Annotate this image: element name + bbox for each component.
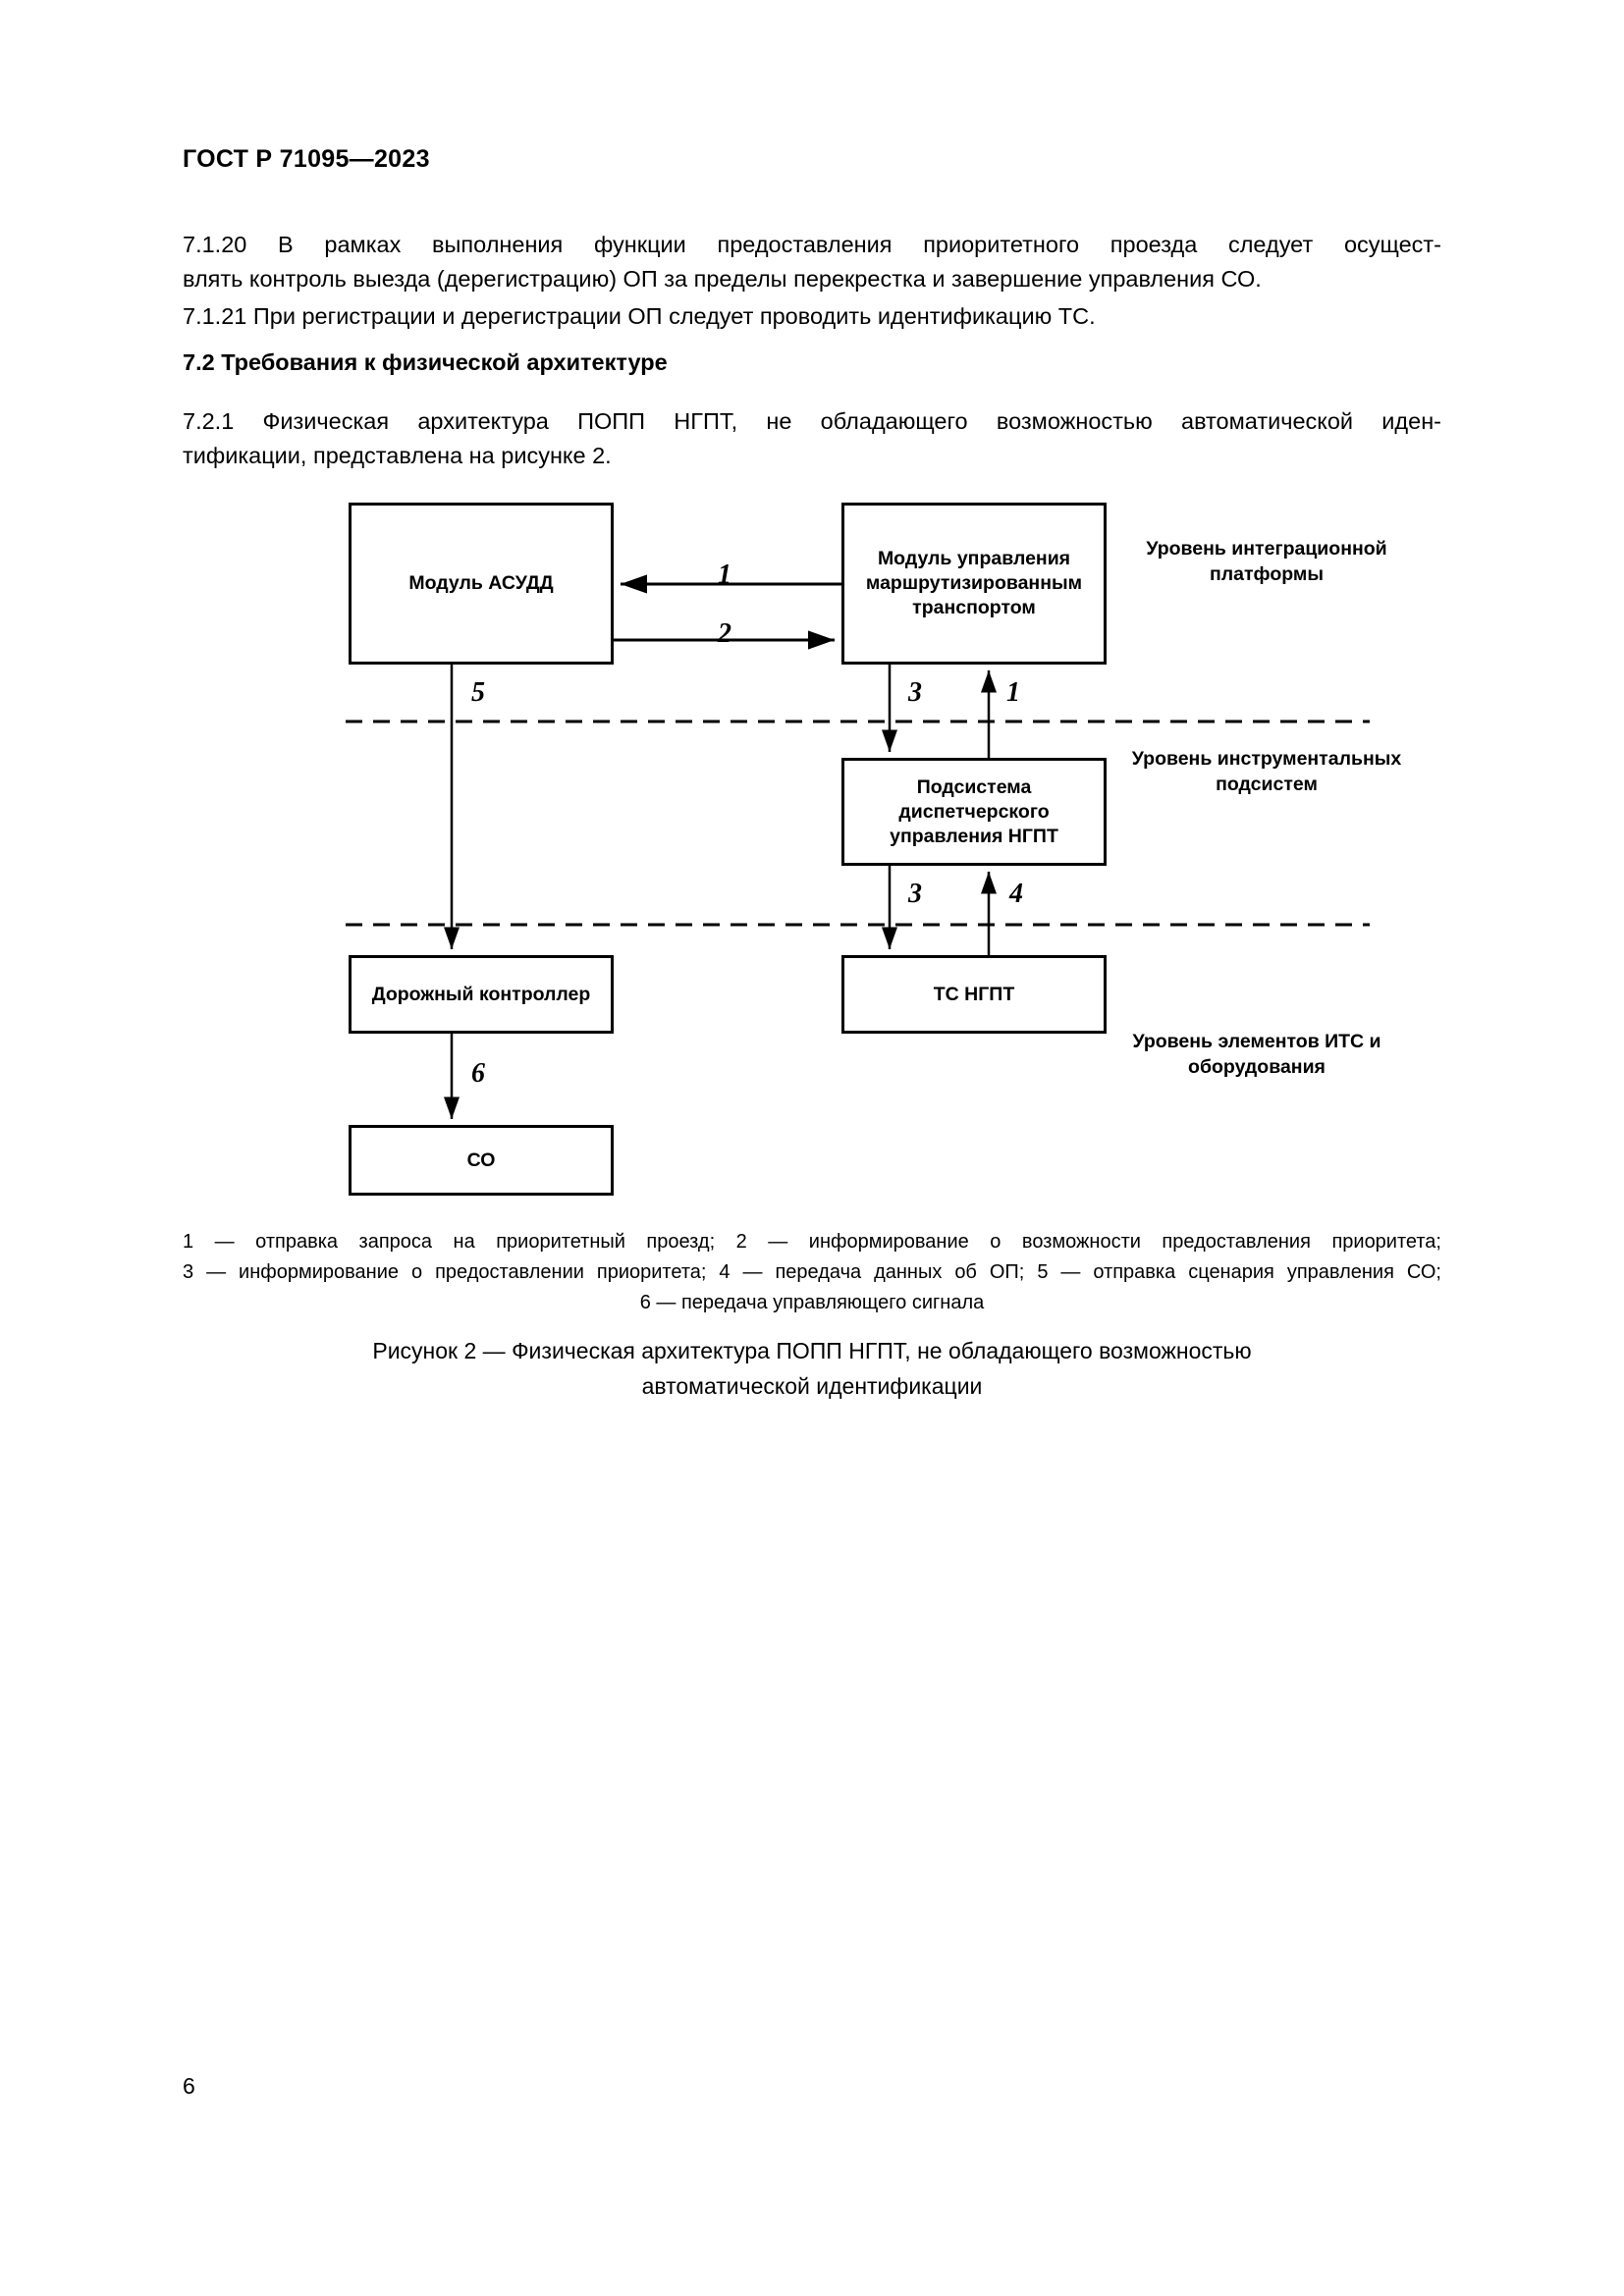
edge-label-3-subsystem-to-vehicle: 3	[908, 879, 922, 909]
edge-label-4-vehicle-to-subsystem: 4	[1009, 879, 1023, 909]
paragraph-7-2-1-line-2: тификации, представлена на рисунке 2.	[183, 443, 612, 468]
paragraph-7-1-20-line-1: 7.1.20 В рамках выполнения функции предо…	[183, 232, 1441, 257]
diagram-box-so[interactable]: СО	[349, 1125, 614, 1196]
edge-label-2-asudd-to-mumt: 2	[718, 618, 731, 649]
diagram-box-dispatch-control-subsystem[interactable]: Подсистема диспетчерского управления НГП…	[841, 758, 1107, 866]
figure-caption: Рисунок 2 — Физическая архитектура ПОПП …	[183, 1333, 1441, 1404]
diagram-level-label-integration-platform: Уровень интеграционной платформы	[1146, 538, 1387, 585]
edge-label-3-mumt-to-subsystem: 3	[908, 677, 922, 708]
edge-label-1-subsystem-to-mumt: 1	[1006, 677, 1020, 708]
figure-caption-line-1: Рисунок 2 — Физическая архитектура ПОПП …	[372, 1338, 1252, 1363]
paragraph-7-1-20-line-2: влять контроль выезда (дерегистрацию) ОП…	[183, 266, 1262, 292]
diagram-box-ngpt-vehicle[interactable]: ТС НГПТ	[841, 955, 1107, 1034]
running-head: ГОСТ Р 71095—2023	[183, 145, 430, 173]
diagram-box-road-controller[interactable]: Дорожный контроллер	[349, 955, 614, 1034]
figure-legend-line-2: 3 — информирование о предоставлении прио…	[183, 1261, 1441, 1283]
diagram-level-label-instrumental-subsystems: Уровень инструментальных подсистем	[1131, 748, 1402, 795]
edge-label-5-asudd-to-road-controller: 5	[471, 677, 485, 708]
paragraph-7-1-21-line-1: 7.1.21 При регистрации и дерегистрации О…	[183, 303, 1096, 329]
figure-legend: 1 — отправка запроса на приоритетный про…	[183, 1227, 1441, 1318]
diagram-level-label-its-elements: Уровень элементов ИТС и оборудования	[1132, 1031, 1381, 1078]
paragraph-7-1-20: 7.1.20 В рамках выполнения функции предо…	[183, 228, 1441, 296]
paragraph-7-1-21: 7.1.21 При регистрации и дерегистрации О…	[183, 299, 1441, 334]
page-number: 6	[183, 2073, 195, 2099]
diagram-box-routed-transport-control-module[interactable]: Модуль управления маршрутизированным тра…	[841, 503, 1107, 665]
paragraph-7-2-1: 7.2.1 Физическая архитектура ПОПП НГПТ, …	[183, 404, 1441, 473]
diagram-box-asudd[interactable]: Модуль АСУДД	[349, 503, 614, 665]
edge-label-6-road-controller-to-so: 6	[471, 1058, 485, 1089]
figure-legend-line-1: 1 — отправка запроса на приоритетный про…	[183, 1231, 1441, 1253]
paragraph-7-2-1-line-1: 7.2.1 Физическая архитектура ПОПП НГПТ, …	[183, 408, 1441, 434]
figure-caption-line-2: автоматической идентификации	[641, 1373, 983, 1399]
heading-7-2: 7.2 Требования к физической архитектуре	[183, 349, 668, 375]
edge-label-1-mumt-to-asudd: 1	[718, 560, 731, 590]
figure-legend-line-3: 6 — передача управляющего сигнала	[639, 1292, 985, 1313]
